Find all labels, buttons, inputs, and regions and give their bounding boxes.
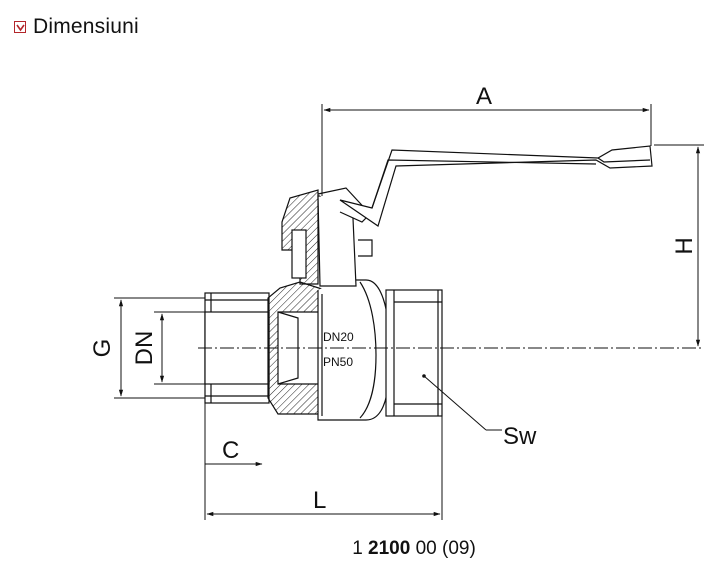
section-title: Dimensiuni xyxy=(33,15,139,38)
dimension-label-sw: Sw xyxy=(503,423,537,450)
dimension-label-a: A xyxy=(476,83,492,110)
checkbox-checked-icon xyxy=(14,21,26,33)
product-code-bold: 2100 xyxy=(368,538,411,559)
dimension-label-dn: DN xyxy=(131,331,158,366)
product-code: 1 2100 00 (09) xyxy=(0,538,726,560)
section-header: Dimensiuni xyxy=(14,14,139,40)
valve-outline xyxy=(204,145,653,421)
product-code-prefix: 1 xyxy=(352,538,363,559)
pn-marking: PN50 xyxy=(323,355,353,369)
product-code-suffix: 00 (09) xyxy=(415,538,476,559)
dimension-label-l: L xyxy=(313,487,326,514)
dimension-label-h: H xyxy=(671,237,698,254)
dimension-lines xyxy=(114,104,704,520)
dimension-label-c: C xyxy=(222,437,239,464)
dn-marking: DN20 xyxy=(323,330,354,344)
dimension-label-g: G xyxy=(89,339,116,358)
